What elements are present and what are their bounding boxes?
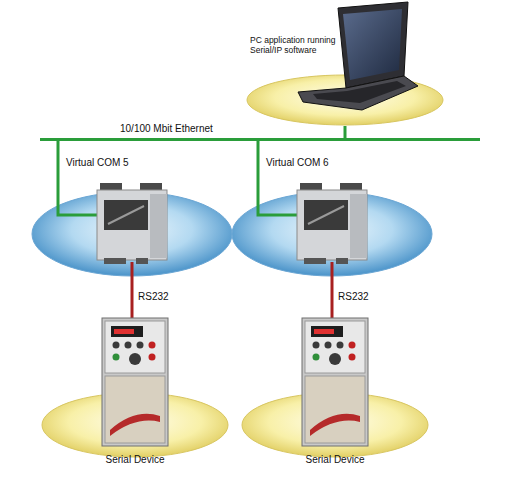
node-label: Serial Device: [240, 454, 430, 466]
keypad-button: [349, 354, 356, 361]
ethernet-bus: 10/100 Mbit Ethernet: [40, 138, 480, 141]
keypad-button: [125, 342, 132, 349]
signal-label: RS232: [338, 291, 369, 303]
keypad-button: [349, 342, 356, 349]
keypad-button: [149, 354, 156, 361]
ethernet-link: [344, 126, 347, 138]
keypad-button: [313, 342, 320, 349]
gateway-group: [32, 141, 232, 318]
serial-device: Serial Device: [240, 312, 430, 470]
laptop-keyboard: [313, 81, 406, 103]
drive-display: [111, 326, 143, 337]
keypad-button: [329, 353, 341, 365]
brand-swoosh: [310, 414, 360, 436]
node-label: 10/100 Mbit Ethernet: [120, 123, 290, 135]
laptop-screen: [343, 9, 402, 80]
display-digits: [114, 329, 134, 334]
gateway-panel: [304, 200, 348, 230]
drive-cover: [305, 376, 365, 443]
ethernet-drop: [258, 141, 297, 215]
keypad-button: [113, 354, 120, 361]
laptop-base: [298, 76, 418, 110]
gateway-symbol: [97, 190, 167, 260]
keypad-button: [129, 353, 141, 365]
serial-cable: [331, 262, 334, 318]
laptop-symbol: [298, 2, 418, 110]
serial-cable: [131, 262, 134, 318]
keypad-button: [337, 342, 344, 349]
gateway-panel: [104, 200, 148, 230]
node-label: Serial Device: [40, 454, 230, 466]
drive-cover: [105, 376, 165, 443]
node-outline: [40, 312, 230, 470]
port-label: Virtual COM 6: [266, 157, 329, 169]
drive-symbol: [302, 318, 368, 446]
gateway-group: [232, 141, 432, 318]
signal-label: RS232: [138, 291, 169, 303]
drive-body: [302, 318, 368, 446]
gateway-logo: [108, 206, 144, 224]
gateway-symbol: [297, 190, 367, 260]
connector-symbol: [104, 258, 126, 264]
drive-display: [311, 326, 343, 337]
gateway-logo: [308, 206, 344, 224]
node-outline: [240, 312, 430, 470]
gateway-side: [150, 194, 167, 258]
keypad-button: [325, 342, 332, 349]
drive-symbol: [102, 318, 168, 446]
laptop-lid: [338, 2, 408, 88]
ethernet-drop: [58, 141, 97, 215]
display-digits: [314, 329, 334, 334]
brand-swoosh: [110, 414, 160, 436]
port-label: Virtual COM 5: [66, 157, 129, 169]
serial-device: Serial Device: [40, 312, 230, 470]
connector-symbol: [304, 258, 326, 264]
drive-keypad: [105, 321, 165, 373]
gateway-side: [350, 194, 367, 258]
node-outline: [225, 0, 475, 126]
drive-body: [102, 318, 168, 446]
keypad-button: [113, 342, 120, 349]
connector-symbol: [136, 258, 148, 264]
drive-keypad: [305, 321, 365, 373]
keypad-button: [313, 354, 320, 361]
keypad-button: [149, 342, 156, 349]
node-label: PC application running Serial/IP softwar…: [250, 36, 342, 56]
computer-node: PC application running Serial/IP softwar…: [225, 0, 475, 126]
connector-symbol: [336, 258, 348, 264]
keypad-button: [137, 342, 144, 349]
